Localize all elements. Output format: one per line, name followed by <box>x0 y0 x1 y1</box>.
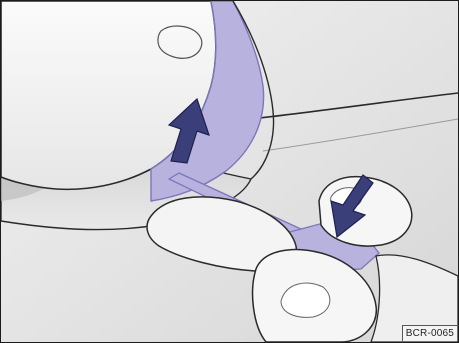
figure-code-label: BCR-0065 <box>402 325 457 341</box>
